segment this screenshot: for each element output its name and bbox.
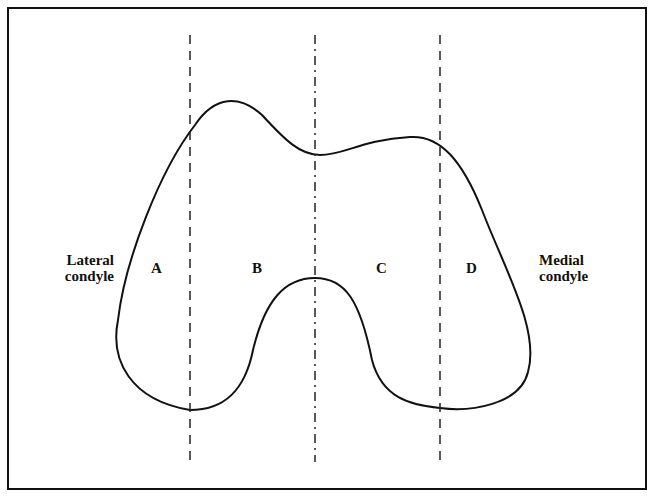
region-letter: B <box>252 261 272 277</box>
dashed-divider <box>439 35 441 462</box>
region-letter: D <box>466 261 486 277</box>
region-letter: A <box>151 261 171 277</box>
condyle-name: Medial condyle <box>539 253 619 285</box>
condyle-outline <box>116 101 530 410</box>
center-divider <box>314 35 316 462</box>
condyle-name: Lateral condyle <box>36 253 114 285</box>
dashed-divider <box>189 35 191 462</box>
region-letter: C <box>376 261 396 277</box>
frame <box>8 8 646 489</box>
